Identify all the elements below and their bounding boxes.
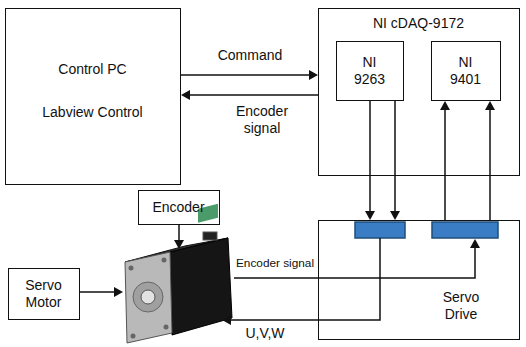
motor-pilot xyxy=(133,282,163,312)
edge-label: Command xyxy=(216,47,285,64)
io-module: NI 9263 xyxy=(336,41,404,101)
connector-line xyxy=(188,94,318,96)
connector-line xyxy=(394,101,396,213)
arrow-head xyxy=(440,101,450,110)
connector-line xyxy=(369,101,371,213)
signal-arrow xyxy=(390,101,400,220)
arrow-head xyxy=(181,90,190,100)
mount-hole xyxy=(162,258,167,263)
node-text: Control PC xyxy=(58,61,126,78)
signal-label: U,V,W xyxy=(244,325,285,342)
drive-input-port xyxy=(355,222,405,238)
node-text: NI 9263 xyxy=(354,54,385,88)
mount-hole xyxy=(129,266,134,271)
drive-output-port xyxy=(432,222,498,238)
signal-arrow xyxy=(365,101,375,220)
mount-hole xyxy=(164,325,169,330)
motor-shaft xyxy=(141,290,155,304)
connector-line xyxy=(444,108,446,220)
motor-flange xyxy=(125,252,172,343)
signal-arrow xyxy=(485,101,495,220)
node-text: NI 9401 xyxy=(450,54,481,88)
motor-body xyxy=(170,238,232,335)
wire xyxy=(230,238,380,320)
arrow-head xyxy=(470,239,480,248)
signal-arrow xyxy=(181,70,318,80)
arrow-head xyxy=(309,70,318,80)
component-box: Servo Motor xyxy=(8,268,80,320)
motor-connector xyxy=(203,232,217,240)
mount-hole xyxy=(131,334,136,339)
arrow-head xyxy=(174,240,184,249)
arrow-head xyxy=(390,211,400,220)
leader-line xyxy=(80,291,115,293)
arrow-head xyxy=(114,287,123,297)
connector-line xyxy=(489,108,491,220)
computer-box: Control PC Labview Control xyxy=(5,8,181,185)
node-text: Labview Control xyxy=(42,104,142,121)
leader-line xyxy=(178,225,180,241)
signal-arrow xyxy=(440,101,450,220)
drive-box: Servo Drive xyxy=(318,220,520,340)
arrow-head xyxy=(365,211,375,220)
edge-label: Encoder signal xyxy=(234,103,290,137)
uvw-power-wire xyxy=(222,238,380,325)
encoder-leader xyxy=(174,225,184,249)
node-text: Servo Motor xyxy=(25,277,62,311)
arrow-head xyxy=(485,101,495,110)
daq-chassis: NI cDAQ-9172 NI 9263 NI 9401 xyxy=(318,8,520,176)
encoder-signal-wire xyxy=(234,239,480,278)
node-text: Servo Drive xyxy=(443,289,480,323)
connector-line xyxy=(181,74,311,76)
signal-arrow xyxy=(181,90,318,100)
wire xyxy=(234,247,475,278)
io-module: NI 9401 xyxy=(431,41,501,101)
arrow-head xyxy=(222,315,231,325)
component-box: Encoder xyxy=(138,190,220,225)
node-text: NI cDAQ-9172 xyxy=(373,15,464,32)
signal-label: Encoder signal xyxy=(235,256,315,270)
node-text: Encoder xyxy=(152,199,204,216)
servo-motor-leader xyxy=(80,287,123,297)
